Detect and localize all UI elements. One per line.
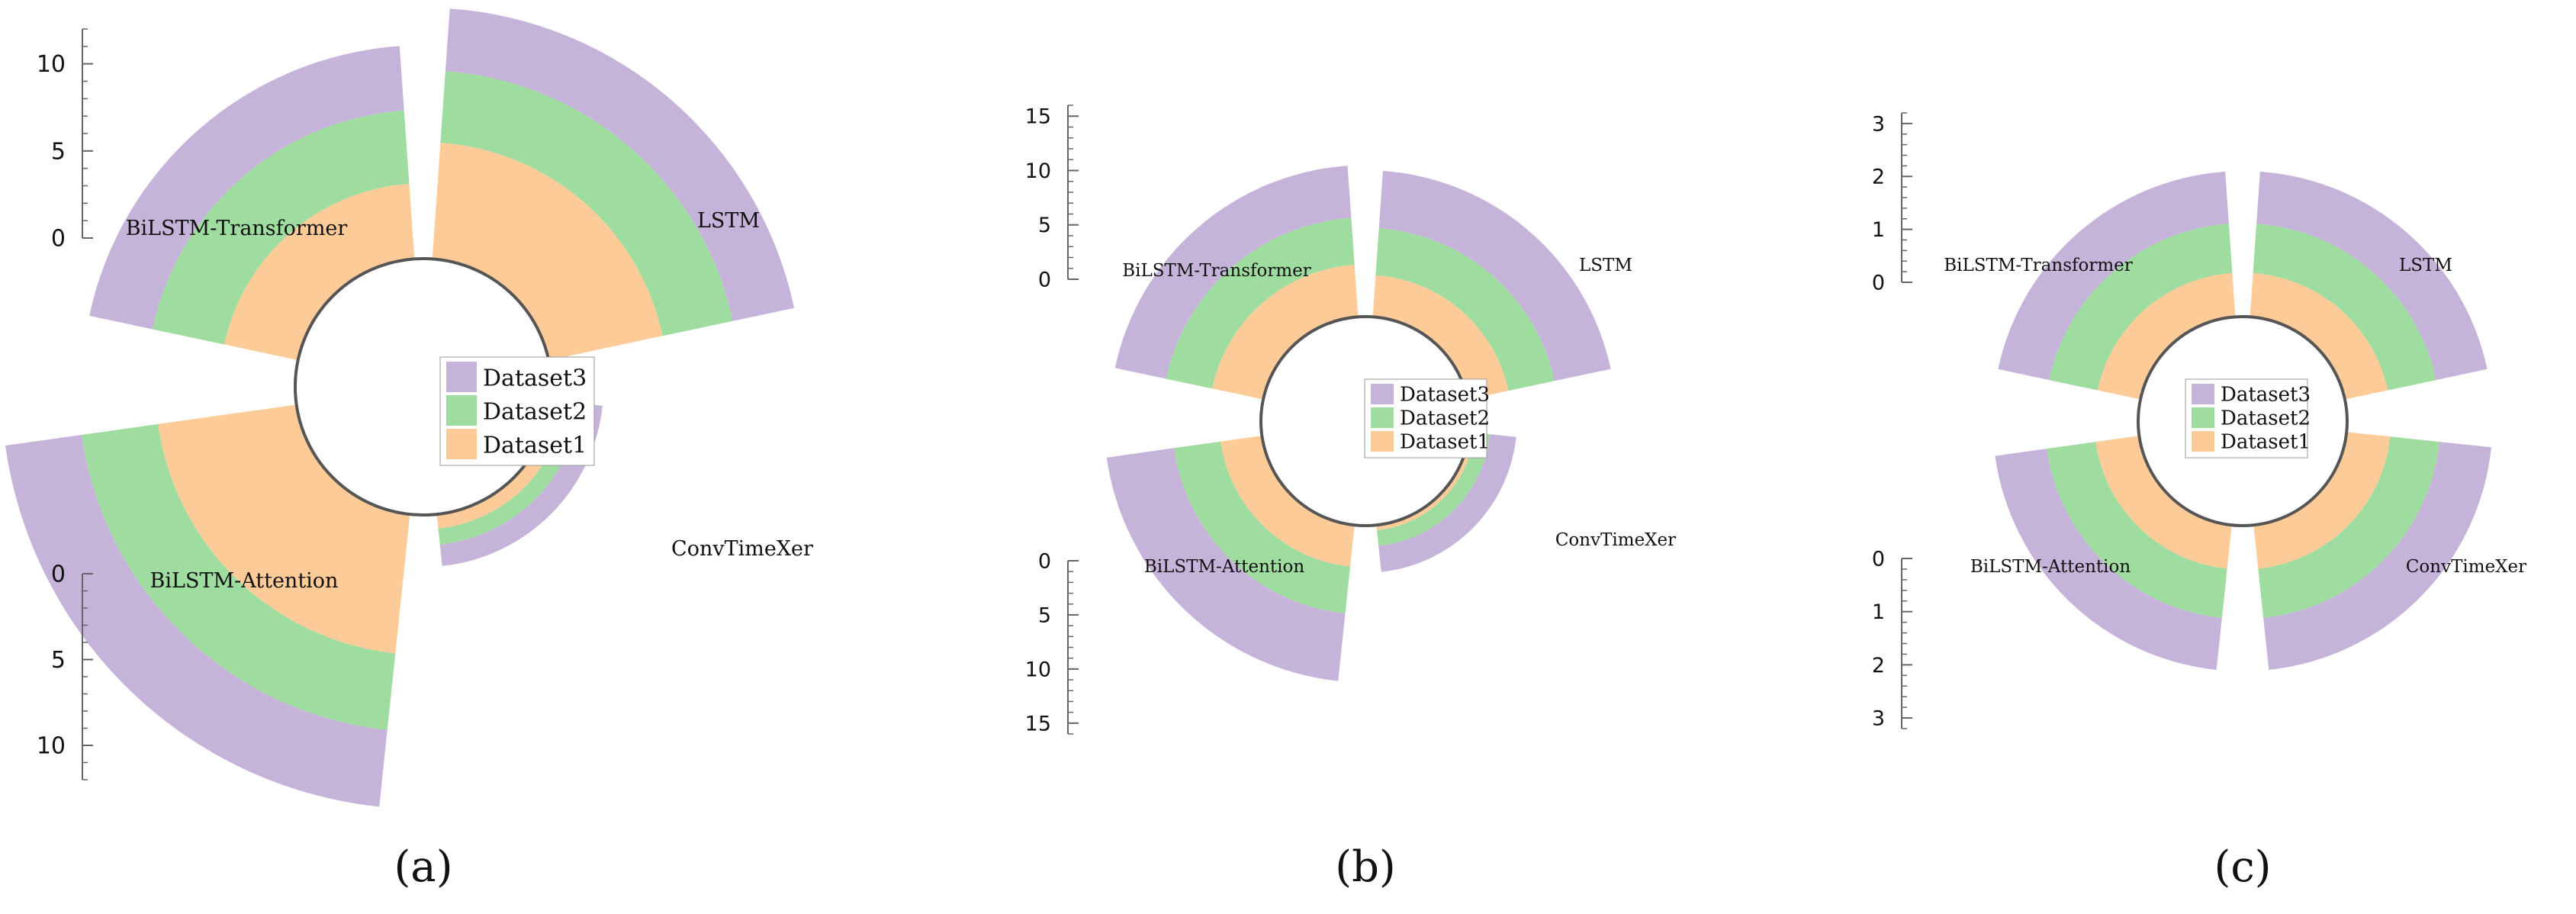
axis-tick-label: 1	[1872, 218, 1885, 242]
legend-label-dataset2: Dataset2	[1400, 407, 1490, 430]
bar-bilstm-attention-dataset2	[1174, 441, 1350, 614]
bar-bilstm-transformer-dataset1	[2097, 272, 2236, 400]
category-label-bilstm-attention: BiLSTM-Attention	[1144, 557, 1305, 577]
bar-bilstm-transformer-dataset3	[1114, 166, 1352, 379]
legend-label-dataset1: Dataset1	[2221, 430, 2311, 453]
bar-bilstm-transformer-dataset2	[152, 110, 410, 345]
bar-bilstm-attention-dataset2	[2047, 442, 2227, 618]
axis-tick-label: 2	[1872, 166, 1885, 189]
axis-tick-label: 3	[1872, 112, 1885, 136]
legend-swatch-dataset2	[2192, 407, 2214, 428]
legend-swatch-dataset1	[446, 429, 477, 459]
axis-tick-label: 0	[51, 562, 66, 588]
bar-lstm-dataset2	[2253, 224, 2436, 391]
legend-label-dataset1: Dataset1	[483, 433, 587, 459]
bar-bilstm-transformer-dataset3	[1998, 172, 2229, 381]
bar-lstm-dataset2	[440, 71, 733, 336]
panel-label: (c)	[2214, 842, 2271, 892]
axis-tick-label: 10	[37, 51, 66, 78]
bar-bilstm-attention-dataset3	[1995, 449, 2222, 670]
category-label-lstm: LSTM	[2399, 256, 2452, 275]
legend-label-dataset2: Dataset2	[2221, 407, 2311, 430]
axis-tick-label: 10	[1025, 159, 1051, 183]
axis-tick-label: 0	[1038, 268, 1051, 291]
bar-convtimexer-dataset3	[2263, 442, 2491, 670]
axis-tick-label: 0	[1872, 271, 1885, 294]
legend-swatch-dataset2	[446, 395, 477, 426]
panel-b: (b) LSTM BiLSTM-TransformerConvTimeXerBiL…	[1025, 105, 1676, 892]
axis-tick-label: 5	[51, 138, 66, 165]
category-label-lstm: LSTM	[697, 209, 760, 233]
bar-lstm-dataset3	[1378, 171, 1611, 381]
bar-bilstm-transformer-dataset3	[89, 46, 404, 330]
axis-tick-label: 3	[1872, 707, 1885, 731]
panel-a: (a) LSTM BiLSTM-TransformerConvTimeXerBiL…	[5, 8, 813, 892]
axis-tick-label: 0	[1038, 549, 1051, 573]
category-label-bilstm-attention: BiLSTM-Attention	[150, 569, 339, 593]
bar-bilstm-transformer-dataset1	[224, 183, 415, 361]
bar-bilstm-attention-dataset2	[82, 423, 396, 730]
bar-bilstm-transformer-dataset1	[1212, 265, 1359, 400]
legend-label-dataset3: Dataset3	[483, 365, 587, 392]
bar-lstm-dataset1	[432, 143, 663, 361]
legend-label-dataset1: Dataset1	[1400, 430, 1490, 453]
legend-label-dataset3: Dataset3	[1400, 383, 1490, 406]
axis-tick-label: 15	[1025, 712, 1051, 735]
axis-tick-label: 2	[1872, 654, 1885, 677]
legend-swatch-dataset3	[446, 362, 477, 392]
bar-lstm-dataset2	[1375, 228, 1555, 391]
bar-bilstm-attention-dataset3	[1106, 448, 1346, 681]
axis-tick-label: 5	[1038, 603, 1051, 627]
panel-label: (a)	[394, 842, 452, 892]
category-label-bilstm-transformer: BiLSTM-Transformer	[126, 217, 348, 240]
bar-convtimexer-dataset3	[1378, 434, 1516, 572]
legend-swatch-dataset3	[1371, 384, 1394, 404]
bar-lstm-dataset3	[445, 8, 795, 321]
category-label-bilstm-transformer: BiLSTM-Transformer	[1944, 256, 2133, 275]
bar-bilstm-attention-dataset1	[2095, 436, 2232, 569]
axis-tick-label: 5	[1038, 214, 1051, 237]
axis-tick-label: 10	[37, 733, 66, 760]
category-label-bilstm-transformer: BiLSTM-Transformer	[1122, 261, 1311, 281]
axis-tick-label: 10	[1025, 658, 1051, 681]
axis-tick-label: 1	[1872, 600, 1885, 624]
bar-bilstm-transformer-dataset2	[2049, 224, 2233, 391]
bar-convtimexer-dataset1	[2253, 432, 2391, 569]
panel-label: (b)	[1335, 842, 1396, 892]
bar-lstm-dataset1	[2250, 272, 2388, 400]
legend-label-dataset3: Dataset3	[2221, 383, 2311, 406]
bar-bilstm-transformer-dataset2	[1166, 217, 1355, 389]
axis-tick-label: 5	[51, 647, 66, 674]
bar-lstm-dataset1	[1372, 275, 1509, 400]
axis-tick-label: 15	[1025, 105, 1051, 129]
legend-label-dataset2: Dataset2	[483, 399, 587, 426]
category-label-convtimexer: ConvTimeXer	[671, 537, 813, 561]
axis-tick-label: 0	[51, 226, 66, 253]
axis-tick-label: 0	[1872, 547, 1885, 571]
legend-swatch-dataset3	[2192, 384, 2214, 404]
bar-convtimexer-dataset2	[2258, 436, 2439, 618]
bar-lstm-dataset3	[2256, 172, 2488, 381]
bar-bilstm-attention-dataset1	[1220, 436, 1355, 567]
bar-bilstm-attention-dataset1	[158, 404, 410, 654]
legend-swatch-dataset1	[2192, 431, 2214, 452]
category-label-bilstm-attention: BiLSTM-Attention	[1970, 557, 2131, 577]
category-label-lstm: LSTM	[1579, 256, 1632, 275]
bar-convtimexer-dataset1	[1376, 432, 1475, 531]
bar-bilstm-attention-dataset3	[5, 435, 388, 807]
legend-swatch-dataset1	[1371, 431, 1394, 452]
category-label-convtimexer: ConvTimeXer	[2406, 557, 2526, 577]
legend-swatch-dataset2	[1371, 407, 1394, 428]
category-label-convtimexer: ConvTimeXer	[1555, 530, 1676, 550]
